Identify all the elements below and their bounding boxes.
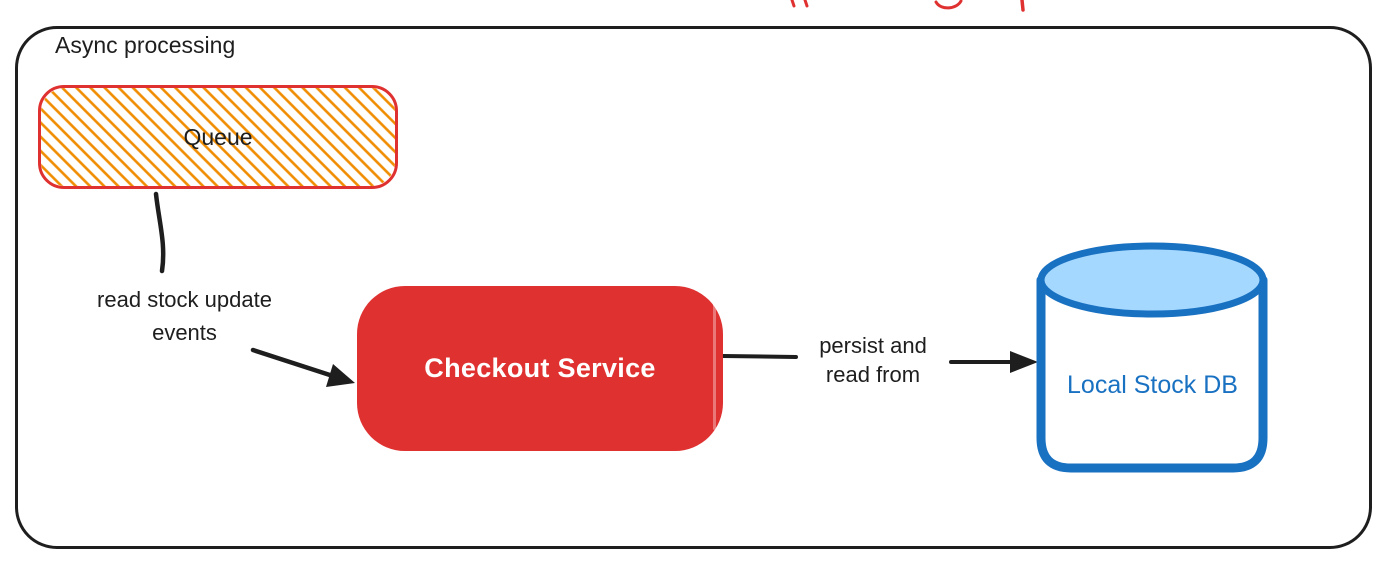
clipped-red-text-fragments bbox=[790, 0, 1025, 12]
container-title: Async processing bbox=[55, 32, 236, 58]
edge-label-persist-and-read-from: persist and read from bbox=[788, 331, 958, 389]
clipped-text-fragment bbox=[934, 0, 963, 10]
checkout-service-node: Checkout Service bbox=[357, 286, 723, 451]
edge-label-line: read from bbox=[825, 362, 921, 387]
edge-label-line: persist and bbox=[819, 333, 927, 358]
local-stock-db-label: Local Stock DB bbox=[1067, 371, 1238, 399]
async-processing-container bbox=[15, 26, 1372, 549]
clipped-text-fragment bbox=[1020, 0, 1025, 12]
queue-node-label: Queue bbox=[183, 123, 253, 150]
edge-label-line: events bbox=[152, 320, 217, 345]
checkout-service-label: Checkout Service bbox=[424, 353, 656, 383]
queue-node: Queue bbox=[38, 85, 398, 189]
checkout-fill-highlight bbox=[713, 300, 716, 430]
clipped-text-fragment bbox=[790, 0, 796, 8]
edge-label-line: read stock update bbox=[97, 287, 272, 312]
edge-label-read-stock-update-events: read stock update events bbox=[62, 283, 307, 349]
clipped-text-fragment bbox=[803, 0, 809, 8]
